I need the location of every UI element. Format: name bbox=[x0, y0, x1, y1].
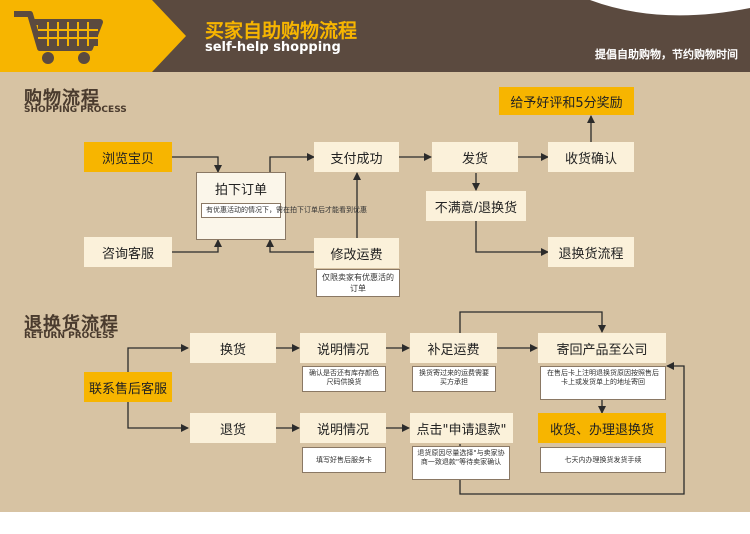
page-title: 买家自助购物流程 bbox=[205, 20, 358, 42]
section-subtitle-returns: RETURN PROCESS bbox=[24, 331, 115, 341]
node-place-order: 拍下订单 有优惠活动的情况下，需在拍下订单后才能看到优惠 bbox=[196, 172, 367, 240]
page-curl bbox=[590, 0, 750, 16]
note-receive-process: 七天内办理换货发货手续 bbox=[540, 447, 666, 473]
edge-consult-order bbox=[172, 239, 222, 253]
node-contact-service: 联系售后客服 bbox=[84, 372, 172, 402]
node-send-back: 寄回产品至公司 bbox=[538, 333, 666, 363]
node-pay-freight: 补足运费 bbox=[410, 333, 497, 363]
banner-arrow bbox=[152, 0, 186, 72]
section-subtitle-shopping: SHOPPING PROCESS bbox=[24, 105, 127, 115]
node-explain-refund: 说明情况 bbox=[300, 413, 386, 443]
node-confirm-receipt: 收货确认 bbox=[548, 142, 634, 172]
note-send-back: 在售后卡上注明退换货原因按照售后卡上或发货单上的地址寄回 bbox=[540, 366, 666, 400]
node-paid: 支付成功 bbox=[314, 142, 399, 172]
note-pay-freight: 换货寄过来的运费需要买方承担 bbox=[412, 366, 496, 392]
cart-banner bbox=[0, 0, 152, 72]
node-place-order-label: 拍下订单 bbox=[214, 183, 267, 198]
edge-contact-exchange bbox=[127, 344, 189, 372]
node-browse: 浏览宝贝 bbox=[84, 142, 172, 172]
node-modify-freight: 修改运费 bbox=[314, 238, 399, 268]
node-good-review: 给予好评和5分奖励 bbox=[499, 87, 634, 115]
edge-contact-refund bbox=[127, 402, 189, 432]
node-consult: 咨询客服 bbox=[84, 237, 172, 267]
node-unsatisfied: 不满意/退换货 bbox=[426, 191, 526, 221]
edge-unsatisfied-returnflow bbox=[475, 221, 549, 256]
header-bar: 买家自助购物流程 self-help shopping 提倡自助购物，节约购物时… bbox=[0, 0, 750, 72]
edge-modify-order bbox=[266, 239, 314, 253]
node-return-flow: 退换货流程 bbox=[548, 237, 634, 267]
node-apply-refund: 点击"申请退款" bbox=[410, 413, 513, 443]
edge-browse-order bbox=[172, 156, 222, 173]
header-slogan: 提倡自助购物，节约购物时间 bbox=[595, 48, 738, 61]
node-receive-process: 收货、办理退换货 bbox=[538, 413, 666, 443]
section-title-returns: 退换货流程 bbox=[24, 314, 119, 335]
edge-freight-sendback bbox=[459, 311, 606, 333]
edge-order-paid bbox=[269, 153, 315, 172]
node-explain-exchange: 说明情况 bbox=[300, 333, 386, 363]
node-refund: 退货 bbox=[190, 413, 276, 443]
note-place-order: 有优惠活动的情况下，需在拍下订单后才能看到优惠 bbox=[201, 203, 367, 218]
note-apply-refund: 退货原因尽量选择"与卖家协商一致退款"等待卖家确认 bbox=[412, 446, 510, 480]
node-exchange: 换货 bbox=[190, 333, 276, 363]
note-explain-exchange: 确认是否还有库存颜色尺码供换货 bbox=[302, 366, 386, 392]
section-title-shopping: 购物流程 bbox=[24, 88, 100, 109]
note-modify-freight: 仅限卖家有优惠活的订单 bbox=[316, 269, 400, 297]
page-subtitle: self-help shopping bbox=[205, 40, 341, 55]
node-ship: 发货 bbox=[432, 142, 518, 172]
note-explain-refund: 填写好售后服务卡 bbox=[302, 447, 386, 473]
shopping-cart-icon bbox=[14, 11, 103, 64]
